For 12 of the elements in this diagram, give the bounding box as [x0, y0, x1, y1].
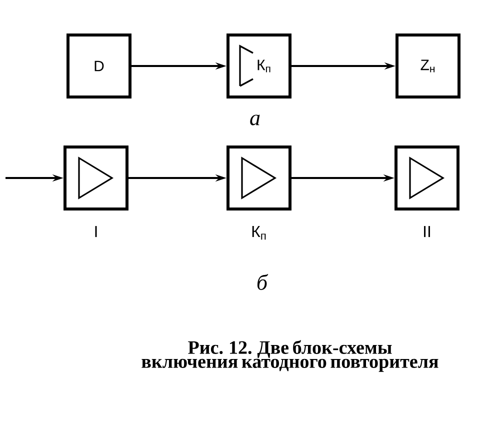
amplifier-box: [226, 146, 292, 210]
amplifier-box: [394, 146, 460, 210]
block-label: К$_{п}$: [252, 226, 266, 240]
caption: Рис. 12. Две блок-схемы включения катодного повторителя: [142, 340, 438, 372]
block-label: I: [95, 226, 97, 238]
block-box: D: [66, 34, 132, 98]
amplifier-box: К$_{п}$: [226, 34, 292, 98]
amplifier-box: [64, 146, 128, 210]
block-box: Z$_{н}$: [396, 34, 460, 98]
block-label: II: [424, 226, 430, 238]
panel-label: б: [257, 274, 268, 290]
panel-label: а: [250, 114, 260, 126]
